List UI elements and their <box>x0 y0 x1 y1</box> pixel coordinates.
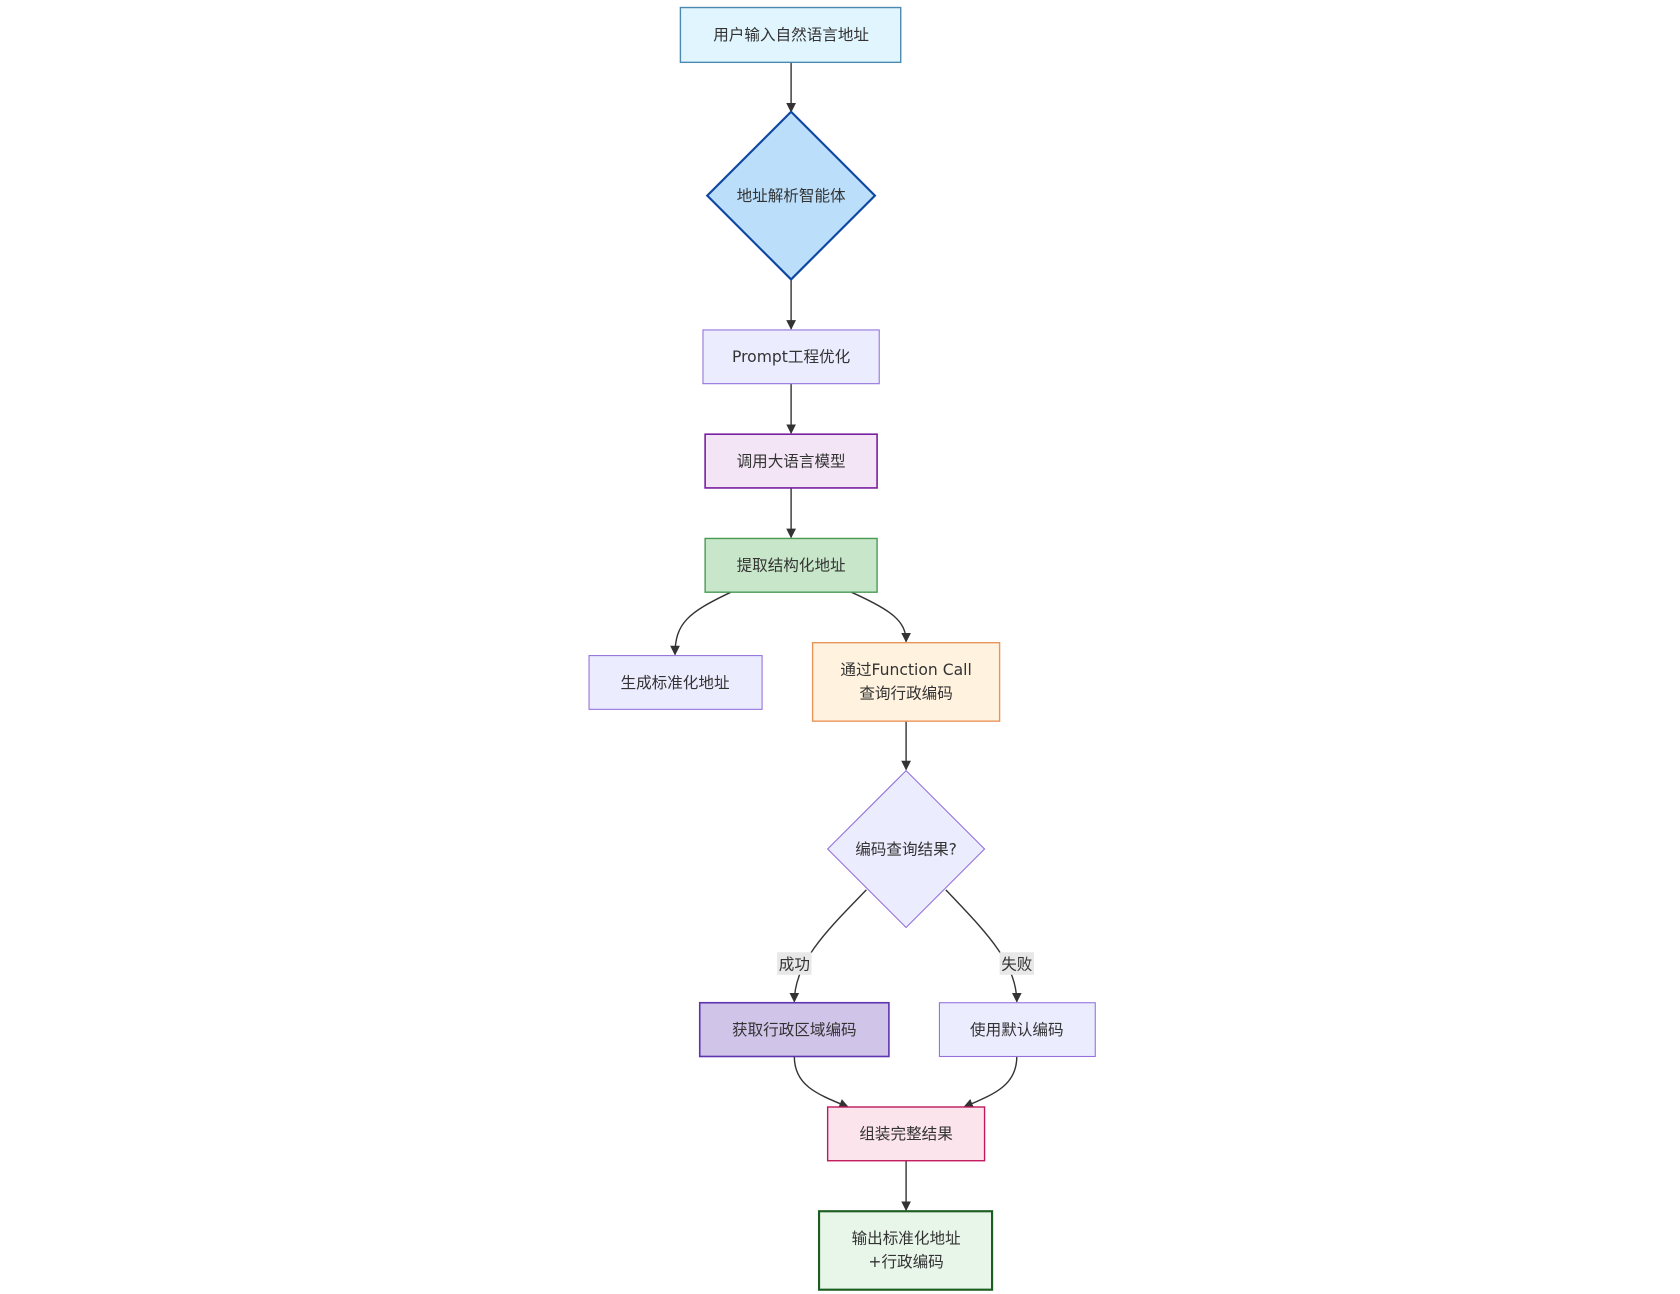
edge-fail-assemble <box>963 1056 1018 1109</box>
node-standard[interactable]: 生成标准化地址 <box>588 655 763 710</box>
edge-label-success: 成功 <box>777 952 812 975</box>
node-assemble[interactable]: 组装完整结果 <box>826 1106 986 1162</box>
node-input-label: 用户输入自然语言地址 <box>713 26 869 44</box>
edge-extract-standard <box>670 591 732 656</box>
edge-extract-function-call <box>850 591 911 643</box>
node-assemble-label: 组装完整结果 <box>859 1125 953 1143</box>
edge-success-assemble <box>793 1056 849 1109</box>
node-decision-diamond[interactable]: 编码查询结果? <box>826 769 986 929</box>
node-function-call[interactable]: 通过Function Call 查询行政编码 <box>811 642 1001 722</box>
edges <box>670 62 1022 1212</box>
node-extract[interactable]: 提取结构化地址 <box>704 537 878 593</box>
node-agent-diamond[interactable]: 地址解析智能体 <box>705 110 877 281</box>
node-fail[interactable]: 使用默认编码 <box>938 1002 1096 1058</box>
node-extract-label: 提取结构化地址 <box>737 557 846 575</box>
node-success-label: 获取行政区域编码 <box>732 1021 857 1039</box>
edge-label-success-text: 成功 <box>779 955 810 973</box>
node-output[interactable]: 输出标准化地址 +行政编码 <box>817 1210 994 1291</box>
node-agent-label: 地址解析智能体 <box>737 187 846 205</box>
node-decision-label: 编码查询结果? <box>855 840 957 858</box>
node-fail-label: 使用默认编码 <box>970 1021 1063 1039</box>
node-prompt[interactable]: Prompt工程优化 <box>702 329 880 385</box>
node-llm-label: 调用大语言模型 <box>737 452 846 470</box>
node-output-label-2: +行政编码 <box>868 1253 943 1271</box>
node-input[interactable]: 用户输入自然语言地址 <box>679 6 902 64</box>
node-function-call-label-2: 查询行政编码 <box>859 685 952 703</box>
node-output-label-1: 输出标准化地址 <box>852 1229 961 1247</box>
node-success[interactable]: 获取行政区域编码 <box>698 1001 890 1058</box>
edge-decision-fail <box>945 889 1022 1003</box>
node-function-call-label-1: 通过Function Call <box>840 661 971 679</box>
edge-decision-success <box>789 889 867 1003</box>
edge-label-fail: 失败 <box>999 952 1034 975</box>
node-llm[interactable]: 调用大语言模型 <box>704 433 878 489</box>
edge-label-fail-text: 失败 <box>1001 955 1033 973</box>
node-standard-label: 生成标准化地址 <box>621 674 730 692</box>
node-prompt-label: Prompt工程优化 <box>732 348 850 366</box>
